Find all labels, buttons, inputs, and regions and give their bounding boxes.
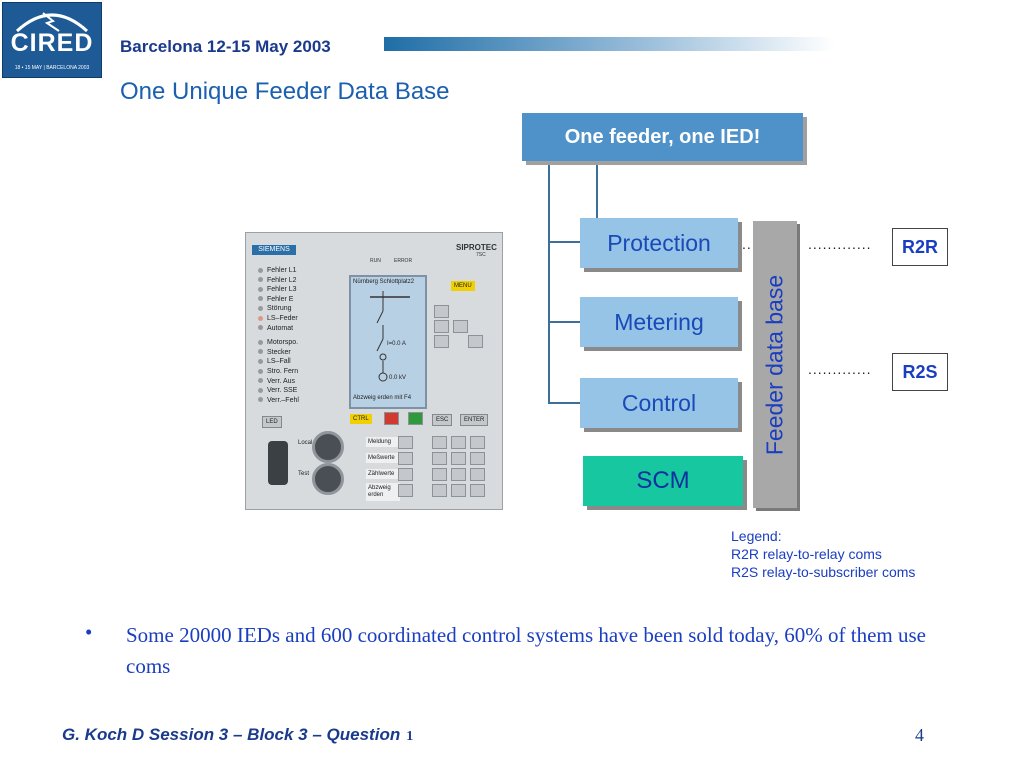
arrow-left-key-2 <box>434 320 449 333</box>
close-key <box>408 412 423 425</box>
numpad-key <box>451 436 466 449</box>
func-key-zaehlwerte: Zählwerte <box>366 469 400 479</box>
logo-lightning-icon <box>15 12 89 33</box>
legend-title: Legend: <box>731 528 782 544</box>
led-row: LS–Feder <box>258 314 299 324</box>
legend: Legend: R2R relay-to-relay coms R2S rela… <box>731 527 915 581</box>
metering-box: Metering <box>580 297 738 347</box>
numpad-key <box>470 452 485 465</box>
service-port <box>268 441 288 485</box>
footer-session: G. Koch D Session 3 – Block 3 – Question <box>62 725 401 744</box>
local-switch-knob <box>312 431 344 463</box>
device-model: SIPROTEC <box>456 243 497 252</box>
func-key-meldung: Meldung <box>366 437 400 447</box>
numpad-key <box>451 484 466 497</box>
r2s-tag: R2S <box>892 353 948 391</box>
conference-label: Barcelona 12-15 May 2003 <box>120 37 331 56</box>
f2-key <box>398 452 413 465</box>
led-row: LS–Fall <box>258 357 299 367</box>
single-line-diagram-icon <box>370 291 410 382</box>
siprotec-device-image: SIEMENS SIPROTEC 7SC RUN ERROR Fehler L1… <box>245 232 503 510</box>
legend-line-r2s: R2S relay-to-subscriber coms <box>731 564 916 580</box>
device-error-label: ERROR <box>394 258 413 264</box>
legend-line-r2r: R2R relay-to-relay coms <box>731 546 882 562</box>
led-row: Fehler L2 <box>258 276 299 286</box>
led-row: Störung <box>258 304 299 314</box>
local-label: Local <box>298 440 313 446</box>
cired-logo: CIRED 18 • 15 MAY | BARCELONA 2003 <box>2 2 102 78</box>
protection-dots: .. <box>742 236 752 252</box>
f1-key <box>398 436 413 449</box>
led-row: Fehler L1 <box>258 266 299 276</box>
led-row: Verr. Aus <box>258 377 299 387</box>
device-brand: SIEMENS <box>252 245 296 255</box>
led-row: Stecker <box>258 348 299 358</box>
device-led-list: Fehler L1 Fehler L2 Fehler L3 Fehler E S… <box>258 266 299 405</box>
scm-box: SCM <box>583 456 743 506</box>
enter-key: ENTER <box>460 414 489 426</box>
led-row: Motorspo. <box>258 338 299 348</box>
numpad-key <box>432 452 447 465</box>
screen-top-text: Nürnberg Schlottplatz2 <box>353 279 415 285</box>
arrow-right-key <box>453 320 468 333</box>
open-key <box>384 412 399 425</box>
led-key: LED <box>262 416 282 428</box>
ctrl-key: CTRL <box>350 414 372 424</box>
footer-question-number: 1 <box>406 729 414 744</box>
numpad-key <box>451 468 466 481</box>
led-row: Fehler L3 <box>258 285 299 295</box>
r2r-dots: ............. <box>808 236 872 252</box>
screen-value-voltage: 0.0 kV <box>389 375 407 381</box>
control-box: Control <box>580 378 738 428</box>
esc-key: ESC <box>432 414 453 426</box>
test-label: Test <box>298 471 310 477</box>
numpad-key <box>451 452 466 465</box>
numpad-key <box>470 484 485 497</box>
numpad-key <box>432 468 447 481</box>
numpad-key <box>470 468 485 481</box>
device-lcd-screen: Nürnberg Schlottplatz2 I=0.0 A 0.0 kV Ab… <box>349 275 427 409</box>
led-row: Verr.–Fehl <box>258 396 299 406</box>
arrow-right-key-2 <box>468 335 483 348</box>
feeder-database-bar: Feeder data base <box>753 221 797 508</box>
protection-box: Protection <box>580 218 738 268</box>
device-run-label: RUN <box>370 258 381 264</box>
arrow-down-key <box>434 335 449 348</box>
screen-bottom-text: Abzweig erden mit F4 <box>353 395 412 401</box>
test-switch-knob <box>312 463 344 495</box>
logo-subtext: 18 • 15 MAY | BARCELONA 2003 <box>14 65 90 71</box>
logo-text: CIRED <box>10 29 94 57</box>
numpad-key <box>432 484 447 497</box>
r2s-dots: ............. <box>808 361 872 377</box>
led-row: Fehler E <box>258 295 299 305</box>
banner-one-feeder: One feeder, one IED! <box>522 113 803 161</box>
numpad-key <box>470 436 485 449</box>
r2r-tag: R2R <box>892 228 948 266</box>
func-key-messwerte: Meßwerte <box>366 453 400 463</box>
bullet-text: Some 20000 IEDs and 600 coordinated cont… <box>126 623 926 678</box>
led-row: Verr. SSE <box>258 386 299 396</box>
page-number: 4 <box>915 725 924 745</box>
led-row: Stro. Fern <box>258 367 299 377</box>
func-key-abzweig: Abzweig erden <box>366 483 400 501</box>
device-model-sub: 7SC <box>476 252 486 258</box>
bullet-marker: • <box>85 620 93 644</box>
footer-text: G. Koch D Session 3 – Block 3 – Question… <box>62 725 413 745</box>
numpad-key <box>432 436 447 449</box>
menu-key: MENU <box>451 281 475 291</box>
database-label: Feeder data base <box>761 274 788 455</box>
arrow-up-key <box>434 305 449 318</box>
header-gradient-bar <box>384 37 834 51</box>
f4-key <box>398 484 413 497</box>
slide-title: One Unique Feeder Data Base <box>120 78 450 105</box>
screen-value-current: I=0.0 A <box>387 341 406 347</box>
f3-key <box>398 468 413 481</box>
led-row: Automat <box>258 324 299 334</box>
